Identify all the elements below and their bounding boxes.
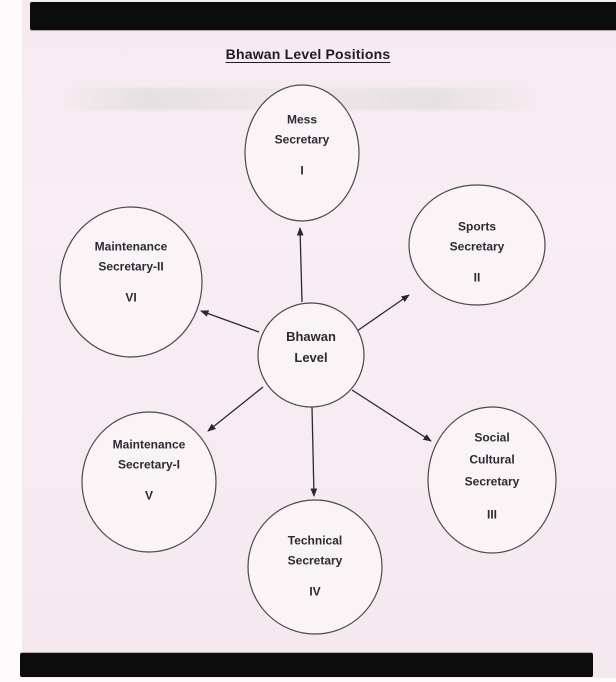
arrow-to-sports: [356, 294, 410, 332]
ellipse-social-cultural-secretary: [427, 406, 557, 554]
node-label-line: Secretary: [274, 132, 330, 147]
node-bhawan-level: Bhawan Level: [286, 326, 336, 368]
ellipse-maintenance-secretary-1: [81, 411, 217, 553]
node-numeral: VI: [125, 290, 137, 305]
arrow-to-mess: [296, 227, 304, 303]
node-label-line: Secretary-II: [98, 259, 164, 274]
scan-artifact-top-bar: [30, 2, 616, 30]
arrow-to-technical: [310, 406, 318, 497]
scan-artifact-bottom-bar: [20, 653, 593, 677]
node-maintenance-secretary-2: Maintenance Secretary-II VI: [95, 237, 168, 308]
ellipse-maintenance-secretary-2: [59, 206, 203, 358]
node-label-line: Technical: [287, 533, 343, 548]
arrow-to-social: [351, 389, 432, 442]
node-label-line: Secretary: [287, 553, 343, 568]
node-numeral: III: [486, 507, 497, 522]
arrow-to-maintenance-2: [200, 310, 260, 333]
node-label-line: Secretary: [464, 474, 520, 489]
node-label-line: Cultural: [469, 452, 515, 467]
node-numeral: IV: [309, 584, 321, 599]
arrow-to-maintenance-1: [207, 386, 264, 432]
node-label-line: Secretary: [449, 239, 505, 254]
node-sports-secretary: Sports Secretary II: [450, 217, 505, 288]
ellipse-technical-secretary: [247, 499, 383, 635]
node-label-line: Secretary-I: [117, 457, 181, 472]
node-technical-secretary: Technical Secretary IV: [288, 531, 343, 602]
node-label-line: Mess: [286, 112, 318, 127]
node-label-line: Bhawan: [286, 329, 336, 344]
node-label-line: Maintenance: [94, 239, 168, 254]
node-numeral: I: [300, 163, 304, 178]
node-social-cultural-secretary: Social Cultural Secretary III: [465, 427, 520, 526]
node-label-line: Maintenance: [112, 437, 186, 452]
ellipse-mess-secretary: [244, 84, 360, 222]
ellipse-bhawan-level: [257, 302, 365, 408]
page-title: Bhawan Level Positions: [225, 46, 391, 62]
node-mess-secretary: Mess Secretary I: [275, 110, 330, 181]
node-label-line: Sports: [457, 219, 496, 234]
node-label-line: Level: [294, 350, 328, 365]
ellipse-sports-secretary: [408, 184, 546, 306]
node-numeral: II: [473, 270, 481, 285]
node-numeral: V: [144, 488, 153, 503]
node-maintenance-secretary-1: Maintenance Secretary-I V: [113, 435, 186, 506]
node-label-line: Social: [474, 430, 510, 445]
